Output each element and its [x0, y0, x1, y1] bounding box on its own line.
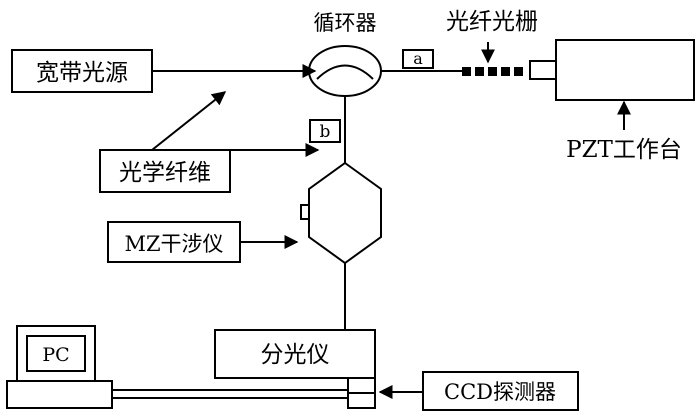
circulator-ellipse — [308, 45, 382, 97]
broadband-source-label: 宽带光源 — [36, 60, 128, 86]
optical-fiber-label: 光学纤维 — [119, 160, 211, 186]
optical-fiber-box — [99, 149, 231, 193]
pc-label: PC — [42, 344, 69, 366]
ccd-label-box — [422, 371, 579, 411]
fiber-grating-label: 光纤光栅 — [446, 9, 538, 35]
grating-mark — [462, 67, 471, 76]
port-b-box — [309, 119, 341, 143]
grating-mark — [488, 67, 497, 76]
mz-label-box — [107, 221, 241, 263]
grating-mark — [501, 67, 510, 76]
fiber-grating-marks — [462, 67, 523, 76]
ccd-detector-label: CCD探测器 — [444, 380, 556, 404]
grating-mark — [514, 67, 523, 76]
spectrometer-label: 分光仪 — [261, 342, 330, 368]
mz-interferometer-label: MZ干涉仪 — [124, 232, 223, 256]
port-a-label: a — [413, 49, 423, 68]
spectrometer-box — [214, 329, 376, 379]
fiber-connector — [529, 60, 557, 80]
port-b-label: b — [320, 122, 331, 142]
pzt-stage-label: PZT工作台 — [566, 137, 682, 163]
mz-tab — [300, 204, 310, 220]
grating-mark — [475, 67, 484, 76]
pzt-stage-box — [555, 39, 695, 101]
circulator-arc — [316, 64, 374, 80]
circulator-label: 循环器 — [314, 11, 377, 35]
arrow-fiber-upper — [151, 91, 227, 151]
pc-base — [6, 380, 113, 409]
port-a-box — [402, 49, 434, 69]
pc-monitor-inner — [26, 335, 86, 372]
mz-interferometer-hexagon — [308, 161, 382, 265]
broadband-source-box — [11, 49, 153, 93]
